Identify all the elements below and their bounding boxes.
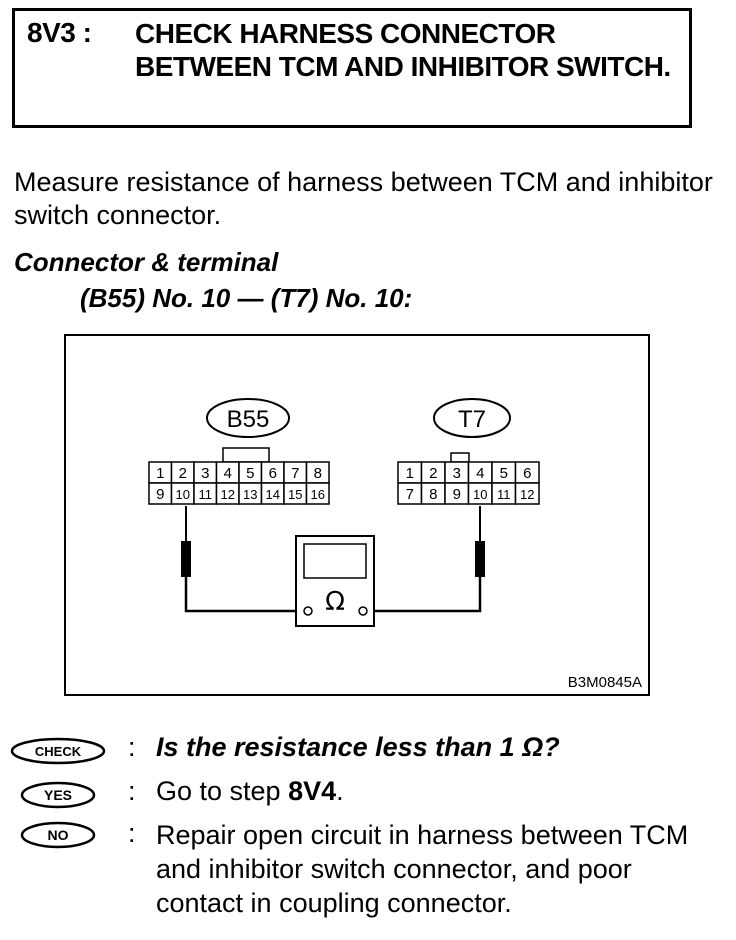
b55-terminal-number: 4 [224,465,232,482]
t7-label-bubble [433,398,511,438]
t7-terminal-number: 4 [476,465,484,482]
t7-latch [450,452,470,463]
step-title: CHECK HARNESS CONNECTOR BETWEEN TCM AND … [135,18,671,82]
b55-terminal-number: 14 [266,487,280,502]
t7-terminal-number: 10 [473,487,487,502]
step-header-box: 8V3 : CHECK HARNESS CONNECTOR BETWEEN TC… [12,8,692,128]
no-answer: Repair open circuit in harness between T… [156,820,689,918]
ohmmeter: Ω [295,535,375,627]
t7-terminal-number: 11 [497,487,511,502]
left-probe-handle [181,541,191,577]
figure-code: B3M0845A [568,674,642,691]
b55-terminal-number: 16 [311,487,325,502]
t7-label: T7 [458,406,486,433]
t7-terminal-number: 12 [520,487,534,502]
b55-terminal-number: 12 [221,487,235,502]
b55-terminal-cell [305,482,330,505]
connector-terminal-value: (B55) No. 10 — (T7) No. 10: [80,283,413,313]
right-probe-handle [475,541,485,577]
yes-badge-label: YES [44,787,72,803]
b55-terminal-number: 9 [156,486,164,503]
t7-terminal-number: 1 [406,465,414,482]
b55-label: B55 [227,406,270,433]
no-badge-label: NO [48,827,69,843]
t7-terminal-number: 2 [429,465,437,482]
ohm-symbol: Ω [325,587,345,617]
b55-terminal-number: 3 [201,465,209,482]
yes-badge: YES [20,781,96,809]
t7-terminal-number: 9 [453,486,461,503]
yes-colon: : [128,776,136,806]
b55-label-bubble [206,398,290,438]
no-colon: : [128,818,136,848]
yes-answer-end: . [336,776,344,806]
t7-terminal-cell [514,482,540,505]
right-lead-wire [368,577,482,613]
b55-terminal-number: 5 [246,465,254,482]
b55-terminal-number: 7 [291,465,299,482]
ohmmeter-display [303,543,367,579]
yes-step-ref: 8V4 [288,776,337,806]
check-badge-label: CHECK [35,744,82,759]
step-number: 8V3 : [27,17,92,48]
b55-terminal-number: 6 [269,465,277,482]
check-badge: CHECK [10,737,106,765]
t7-terminal-number: 7 [406,486,414,503]
b55-terminal-number: 1 [156,465,164,482]
ohmmeter-terminal-right [358,606,368,616]
b55-terminal-number: 13 [243,487,257,502]
t7-terminal-number: 5 [500,465,508,482]
ohmmeter-terminal-left [303,606,313,616]
b55-terminal-number: 11 [199,487,213,502]
instruction-text: Measure resistance of harness between TC… [14,167,713,230]
t7-terminal-number: 3 [453,465,461,482]
b55-terminal-number: 2 [179,465,187,482]
connector-terminal-label: Connector & terminal [14,247,279,277]
check-colon: : [128,732,136,762]
check-question: Is the resistance less than 1 Ω? [156,732,560,762]
t7-terminal-number: 8 [429,486,437,503]
b55-terminal-number: 8 [314,465,322,482]
yes-answer-text: Go to step [156,776,289,806]
t7-terminal-number: 6 [523,465,531,482]
b55-latch [222,447,270,463]
b55-terminal-number: 10 [176,487,190,502]
b55-terminal-number: 15 [288,487,302,502]
no-badge: NO [20,821,96,849]
yes-answer: Go to step 8V4. [156,774,716,808]
left-lead-wire [184,577,298,613]
